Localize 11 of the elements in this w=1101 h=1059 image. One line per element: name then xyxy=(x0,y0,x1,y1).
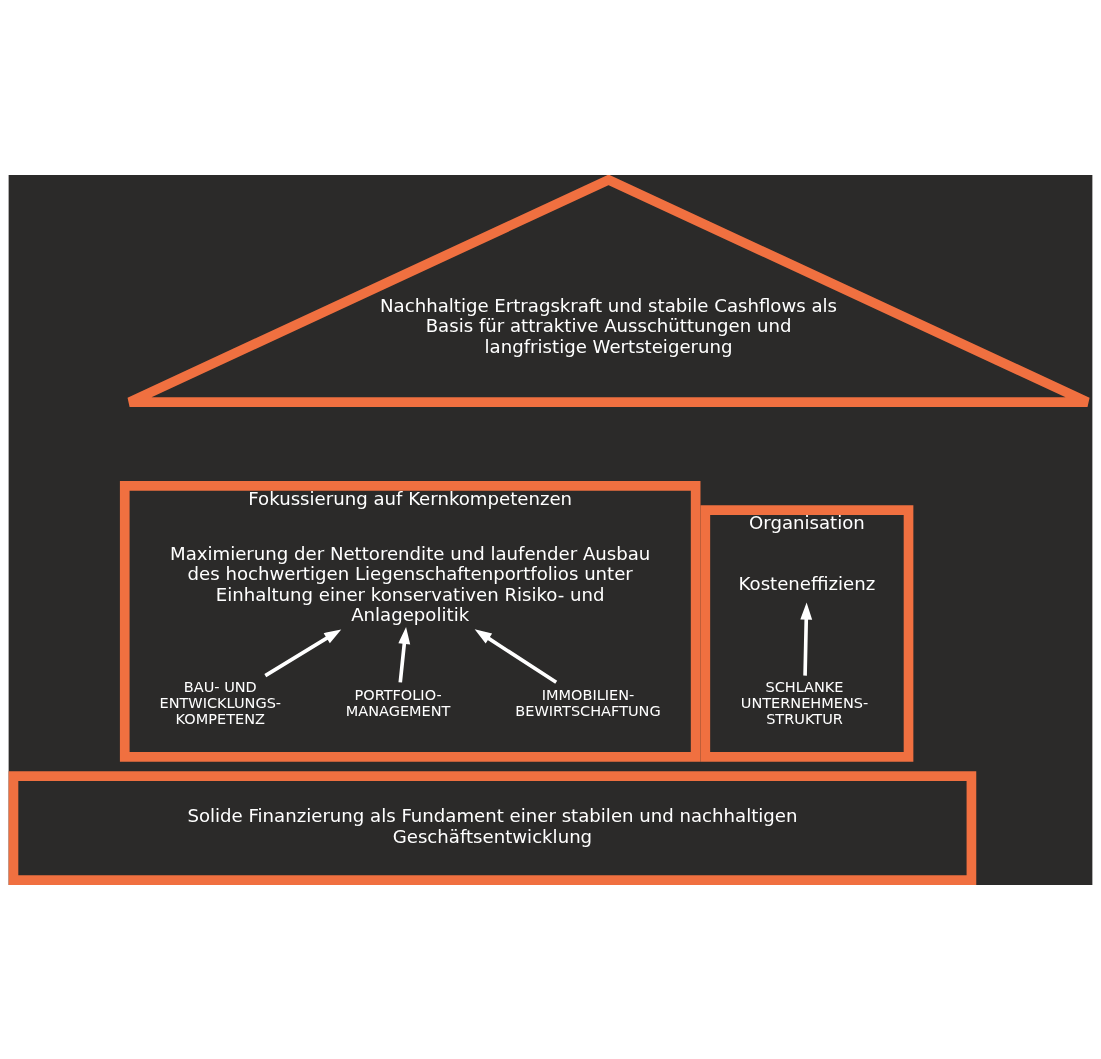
node-text: Kosteneffizienz xyxy=(738,572,876,594)
node-text: BAU- UND ENTWICKLUNGS- KOMPETENZ xyxy=(159,678,282,727)
arrow xyxy=(800,602,813,676)
node-text: IMMOBILIEN- BEWIRTSCHAFTUNG xyxy=(515,686,661,719)
arrow xyxy=(398,626,411,682)
node-text: Maximierung der Nettorendite und laufender Ausbau des hochwertigen Liegenschaftenportfolios unter Einhaltung einer konservativen Risiko- und Anlagepolitik xyxy=(170,542,651,625)
arrow xyxy=(474,628,558,684)
arrow xyxy=(264,628,342,677)
node-box: Solide Finanzierung als Fundament einer stabilen und nachhaltigen Geschäftsentwicklung xyxy=(8,770,977,885)
node-text: SCHLANKE UNTERNEHMENS- STRUKTUR xyxy=(740,678,869,727)
node-text: PORTFOLIO- MANAGEMENT xyxy=(345,686,451,719)
